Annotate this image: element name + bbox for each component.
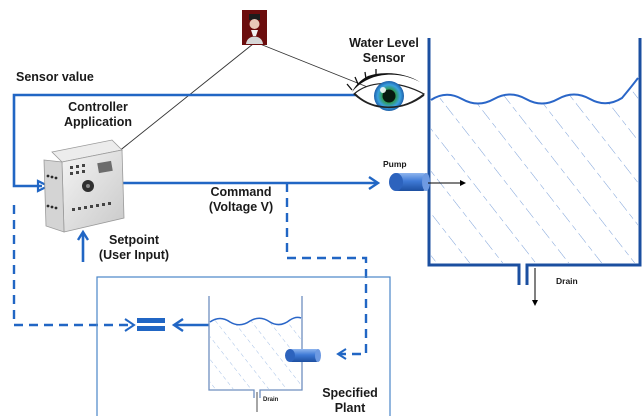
pump-icon [389, 173, 430, 191]
command-arrowhead [368, 176, 381, 190]
plant-drain-label: Drain [263, 397, 279, 403]
dashed-plant-arrowhead [336, 348, 347, 360]
water-level-label-line2: Sensor [362, 51, 406, 65]
plant-tank-walls [208, 296, 303, 398]
sensor-value-line [12, 93, 360, 188]
water-level-sensor-label: Water Level Sensor [336, 36, 432, 66]
setpoint-label-line2: (User Input) [98, 248, 170, 262]
controller-label-line2: Application [63, 115, 133, 129]
main-tank-water-surface [430, 77, 639, 105]
main-tank-water [431, 78, 638, 263]
water-level-label-line1: Water Level [349, 36, 419, 50]
sensor-value-arrowhead [36, 179, 51, 193]
plant-tank [208, 296, 303, 412]
controller-application-label: Controller Application [48, 100, 148, 130]
main-tank [427, 38, 642, 306]
specified-plant-label: Specified Plant [312, 386, 388, 416]
specified-plant-box [96, 276, 391, 416]
command-label-line2: (Voltage V) [208, 200, 274, 214]
pump-label: Pump [383, 159, 407, 169]
specified-label-line2: Plant [334, 401, 366, 415]
dashed-feedback-arrowhead [124, 318, 136, 332]
plant-tank-water [210, 317, 301, 389]
comparator-icon [137, 318, 165, 331]
sensor-value-label: Sensor value [16, 70, 94, 84]
controller-label-line1: Controller [68, 100, 128, 114]
dashed-feedback-line [12, 205, 132, 327]
setpoint-label-line1: Setpoint [109, 233, 159, 247]
plc-controller-icon [43, 139, 125, 233]
eye-sensor-icon [346, 69, 426, 111]
specified-label-line1: Specified [322, 386, 378, 400]
main-tank-walls [427, 38, 642, 285]
plant-pump-icon [285, 349, 321, 362]
setpoint-arrowhead [76, 229, 90, 241]
person-avatar-icon [242, 10, 267, 45]
command-label: Command (Voltage V) [196, 185, 286, 215]
plant-tank-water-surface [209, 316, 302, 326]
pump-output-arrowhead [460, 180, 466, 186]
dashed-command-to-plant [285, 183, 368, 356]
avatar-line-to-sensor [259, 43, 371, 89]
command-label-line1: Command [210, 185, 272, 199]
drain-arrowhead [532, 300, 538, 306]
avatar-line-to-controller [97, 43, 254, 169]
drain-label: Drain [556, 276, 578, 286]
setpoint-label: Setpoint (User Input) [90, 233, 178, 263]
comparator-output-arrowhead [171, 318, 184, 332]
